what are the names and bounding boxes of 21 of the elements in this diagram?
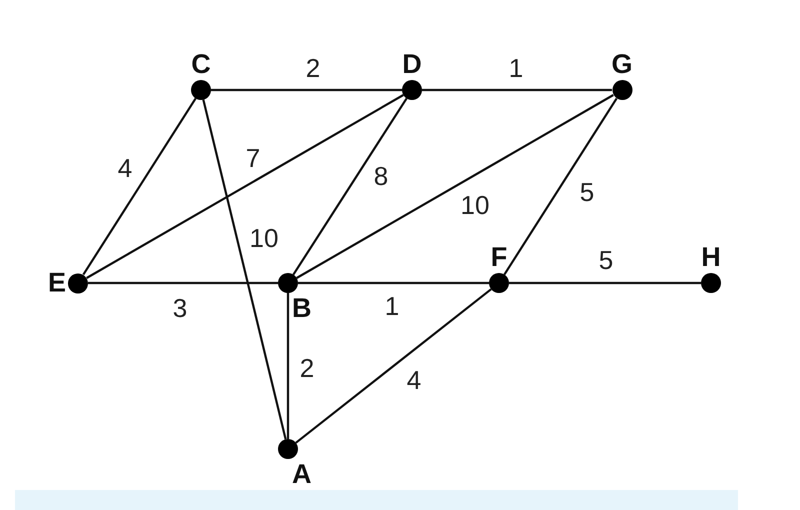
vertex-label: C <box>191 51 211 78</box>
connector-line <box>292 98 408 276</box>
vertex-label: G <box>612 51 632 78</box>
vertex-label: E <box>48 270 67 296</box>
connector-line <box>295 288 492 444</box>
connector-line <box>82 98 197 276</box>
vertex-label: H <box>701 244 721 271</box>
connector-line <box>86 94 404 279</box>
connector-line <box>503 98 618 276</box>
vertex-label: A <box>291 461 312 488</box>
vertex-label: F <box>490 244 508 271</box>
connector-line <box>202 99 287 440</box>
connector-line <box>296 94 614 279</box>
vertex-label: B <box>291 295 312 322</box>
connector-line <box>211 88 402 92</box>
connector-line <box>422 88 612 92</box>
connector-line <box>509 282 701 284</box>
connector-line <box>286 293 290 439</box>
connector-line <box>88 282 278 284</box>
vertex-label: D <box>402 51 422 78</box>
connector-line <box>298 282 489 284</box>
